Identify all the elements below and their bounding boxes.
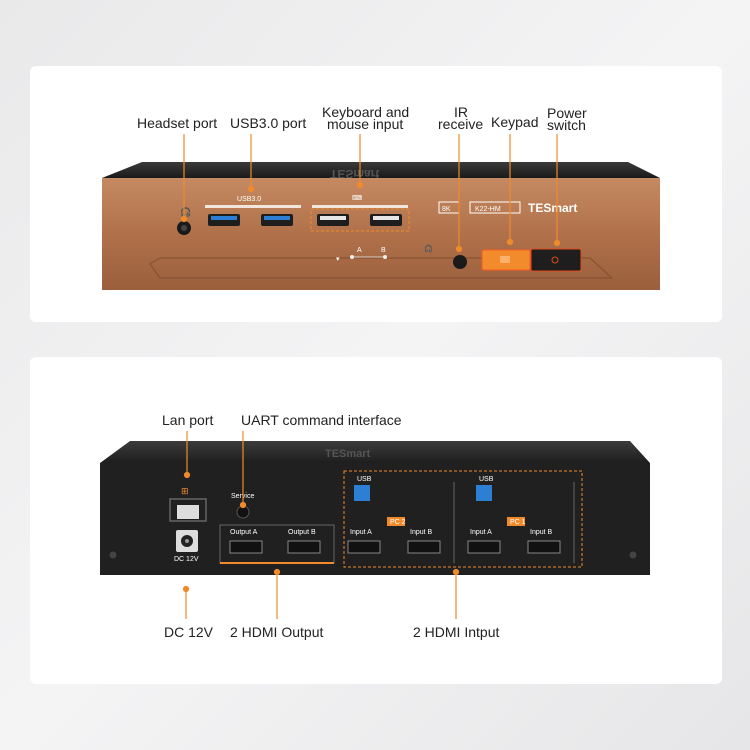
rear-top [100, 441, 650, 463]
front-panel-card: TESmart 🎧 USB3.0 ⌨ A B ▾ 🎧 8K K22-HM TES… [30, 66, 722, 322]
usb-b-port-1[interactable] [354, 485, 370, 501]
label-ir-1: IR [454, 104, 468, 120]
front-device-figure: TESmart 🎧 USB3.0 ⌨ A B ▾ 🎧 8K K22-HM TES… [102, 104, 660, 290]
input-b-1-label: Input B [410, 529, 433, 536]
device-top [102, 162, 660, 178]
lan-port-frame [169, 498, 207, 522]
hdmi-input-b-1[interactable] [407, 540, 441, 554]
ir-receiver [453, 255, 467, 269]
label-hdmi-input: 2 HDMI Intput [413, 624, 499, 640]
led-b-label: B [381, 247, 386, 254]
network-icon: ⊞ [181, 486, 189, 496]
pc2-badge [387, 517, 405, 526]
label-lan-port: Lan port [162, 412, 213, 428]
label-dc: DC 12V [164, 624, 214, 640]
label-headset-port: Headset port [137, 115, 217, 131]
lan-port[interactable] [177, 505, 199, 519]
hdmi-input-a-1[interactable] [347, 540, 381, 554]
output-a-label: Output A [230, 529, 258, 536]
headset-small-icon: 🎧 [424, 244, 433, 253]
label-power-2: switch [547, 117, 586, 133]
headset-icon: 🎧 [180, 206, 191, 217]
output-b-label: Output B [288, 529, 316, 536]
rear-device-figure: TESmart ⊞ Service DC 12V Output A Output… [100, 412, 650, 640]
rear-panel-card: TESmart ⊞ Service DC 12V Output A Output… [30, 357, 722, 684]
usb-label-2: USB [479, 476, 494, 483]
input-b-2-label: Input B [530, 529, 553, 536]
rear-top-brand: TESmart [325, 448, 371, 460]
brand-logo: TESmart [528, 201, 577, 215]
pc1-badge [507, 517, 525, 526]
led-a-label: A [357, 247, 362, 254]
led-b [383, 255, 387, 259]
input-a-1-label: Input A [350, 529, 372, 536]
dc-label: DC 12V [174, 556, 199, 563]
hdmi-input-b-2[interactable] [527, 540, 561, 554]
label-ir-2: receive [438, 116, 483, 132]
led-a [350, 255, 354, 259]
label-keypad: Keypad [491, 114, 538, 130]
label-hdmi-output: 2 HDMI Output [230, 624, 323, 640]
hdmi-output-a[interactable] [229, 540, 263, 554]
label-usb30-port: USB3.0 port [230, 115, 306, 131]
label-keyboard-mouse-2: mouse input [327, 116, 403, 132]
input-a-2-label: Input A [470, 529, 492, 536]
usb-b-port-2[interactable] [476, 485, 492, 501]
label-keyboard-mouse-1: Keyboard and [322, 104, 409, 120]
badge-8k-text: 8K [442, 206, 451, 213]
usb-label-1: USB [357, 476, 372, 483]
usb-group-label: USB3.0 [237, 196, 261, 203]
monitor-icon: ▾ [336, 256, 340, 263]
top-brand: TESmart [330, 167, 379, 181]
label-power-1: Power [547, 105, 587, 121]
pc2-text: PC 2 [390, 519, 406, 526]
keyboard-mouse-icon: ⌨ [352, 195, 362, 202]
model-badge [469, 201, 521, 214]
model-text: K22-HM [475, 206, 501, 213]
hdmi-output-b[interactable] [287, 540, 321, 554]
power-switch[interactable] [530, 248, 582, 272]
input-highlight [343, 470, 583, 568]
hdmi-input-a-2[interactable] [467, 540, 501, 554]
label-uart: UART command interface [241, 412, 402, 428]
pc1-text: PC 1 [510, 519, 526, 526]
